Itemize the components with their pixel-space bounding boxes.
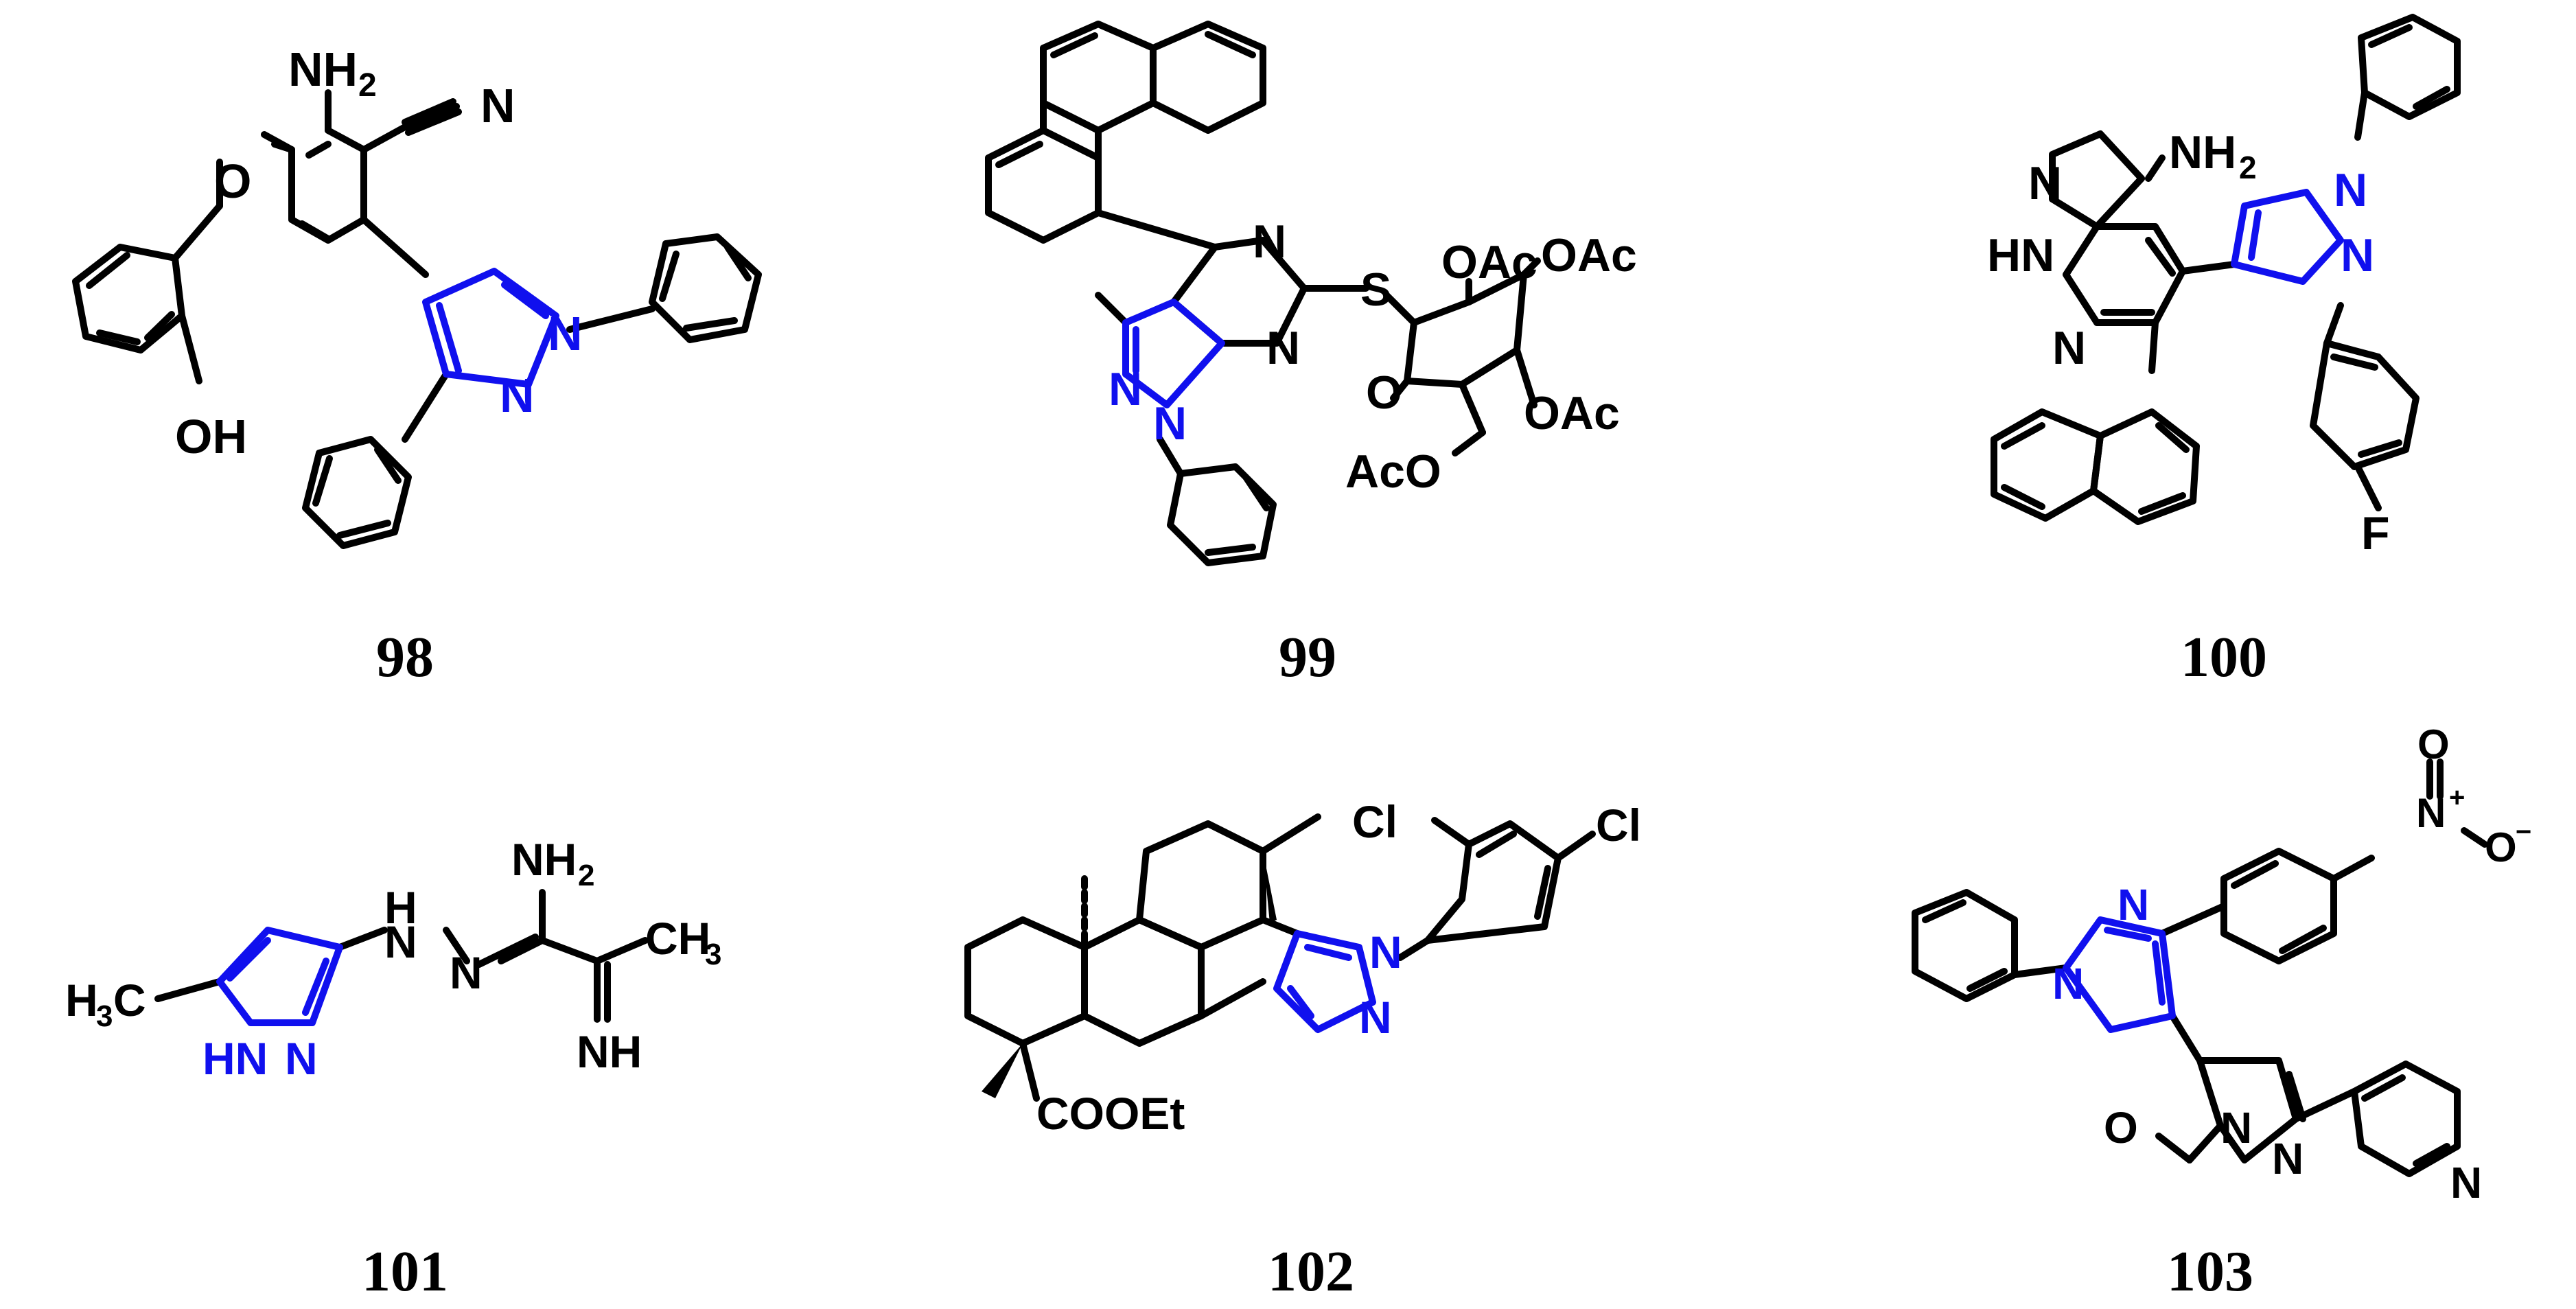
compound-99: N N S OAc OAc OAc AcO O N N [985, 21, 1637, 566]
atom-label-oac: OAc [1541, 229, 1637, 281]
compound-label-103: 103 [2167, 1240, 2253, 1304]
atom-label-cooet: COOEt [1036, 1088, 1185, 1139]
compound-100: NH 2 HN N N N N F [1987, 14, 2461, 559]
atom-label-oac: OAc [1441, 236, 1538, 288]
compound-label-100: 100 [2181, 625, 2267, 689]
atom-label-n: N [2220, 1103, 2252, 1152]
atom-label-n: N [2416, 790, 2446, 836]
atom-label-cl: Cl [1596, 800, 1641, 850]
compound-98: NH 2 N O OH N N [72, 43, 762, 549]
atom-label-n: N [2052, 322, 2086, 374]
atom-label-hn: HN [202, 1033, 268, 1084]
atom-label-c: C [113, 975, 146, 1026]
atom-label-n: N [480, 79, 515, 132]
atom-label-hn: HN [1987, 229, 2054, 281]
atom-charge-plus: + [2449, 783, 2465, 813]
atom-subscript: 2 [2239, 150, 2257, 185]
atom-label-o: O [2104, 1103, 2138, 1152]
atom-label-n: N [1359, 992, 1392, 1043]
atom-label-n: N [2028, 157, 2062, 209]
atom-label-n: N [548, 307, 583, 360]
atom-label-n: N [2341, 229, 2374, 281]
atom-label-h: H [384, 882, 417, 933]
atom-label-ch3: CH [645, 913, 710, 964]
atom-label-o: O [1366, 367, 1402, 419]
atom-label-n: N [2272, 1134, 2304, 1183]
atom-label-oac: OAc [1524, 387, 1620, 439]
atom-label-s: S [1360, 264, 1391, 316]
atom-label-nh2: NH [288, 43, 358, 96]
compound-102: Cl Cl COOEt N N [964, 796, 1641, 1139]
atom-label-n: N [450, 947, 483, 998]
atom-label-cl: Cl [1352, 796, 1397, 847]
atom-label-h3c: H [65, 975, 98, 1026]
atom-label-nh2: NH [2169, 126, 2236, 178]
atom-subscript: 2 [578, 859, 594, 892]
atom-label-n: N [500, 369, 535, 422]
atom-label-aco: AcO [1345, 445, 1441, 498]
atom-subscript: 2 [358, 67, 377, 104]
compound-label-98: 98 [376, 625, 434, 689]
atom-label-o: O [214, 154, 251, 208]
atom-label-nh: NH [577, 1026, 642, 1077]
atom-label-o: O [2485, 824, 2517, 870]
atom-label-n: N [384, 916, 417, 967]
atom-label-n: N [1266, 322, 1300, 374]
atom-subscript: 3 [705, 938, 721, 971]
compound-103: O N + O − N N O N N N [1912, 721, 2531, 1207]
compound-label-101: 101 [362, 1240, 448, 1304]
atom-label-n: N [2117, 880, 2149, 929]
atom-label-n: N [1153, 397, 1187, 450]
atom-label-n: N [1109, 363, 1142, 415]
atom-label-n: N [2450, 1158, 2482, 1207]
atom-label-n: N [1253, 216, 1286, 268]
atom-label-oh: OH [175, 410, 247, 463]
atom-label-nh2: NH [511, 834, 577, 885]
atom-label-n: N [285, 1033, 318, 1084]
atom-label-n: N [2052, 959, 2084, 1008]
compound-label-102: 102 [1268, 1240, 1354, 1304]
atom-label-f: F [2361, 507, 2390, 559]
compound-label-99: 99 [1279, 625, 1336, 689]
atom-label-n: N [2334, 164, 2367, 216]
atom-subscript: 3 [96, 999, 113, 1033]
atom-label-n: N [1369, 927, 1402, 977]
atom-charge-minus: − [2516, 817, 2531, 847]
atom-label-o: O [2417, 721, 2450, 767]
compound-101: H 3 C HN N H N NH 2 N CH 3 NH [65, 834, 721, 1084]
